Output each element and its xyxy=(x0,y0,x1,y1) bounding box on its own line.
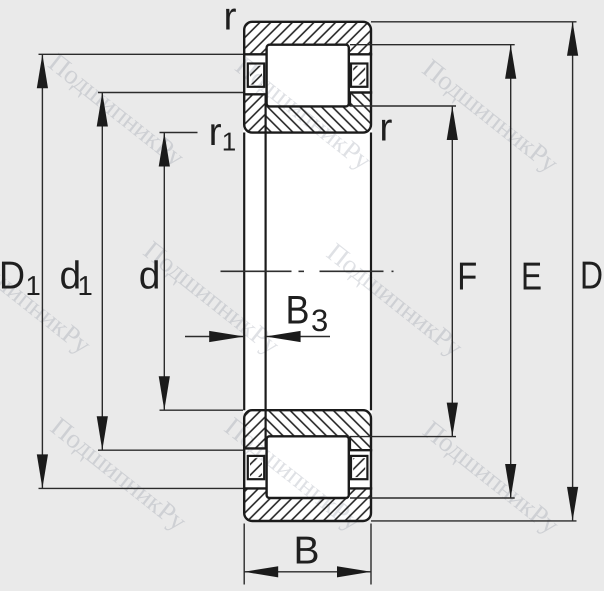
svg-text:3: 3 xyxy=(311,303,328,338)
svg-text:F: F xyxy=(457,256,477,299)
svg-text:1: 1 xyxy=(78,270,93,301)
svg-text:r: r xyxy=(224,0,237,38)
svg-text:1: 1 xyxy=(222,127,236,157)
svg-text:d: d xyxy=(60,255,82,298)
svg-text:B: B xyxy=(294,530,320,573)
svg-text:d: d xyxy=(139,255,161,298)
svg-text:E: E xyxy=(521,256,542,299)
svg-text:B: B xyxy=(286,289,310,333)
svg-text:1: 1 xyxy=(26,270,41,301)
svg-text:r: r xyxy=(379,107,392,150)
svg-text:D: D xyxy=(580,255,603,298)
svg-text:r: r xyxy=(209,111,222,154)
svg-text:D: D xyxy=(0,255,25,298)
